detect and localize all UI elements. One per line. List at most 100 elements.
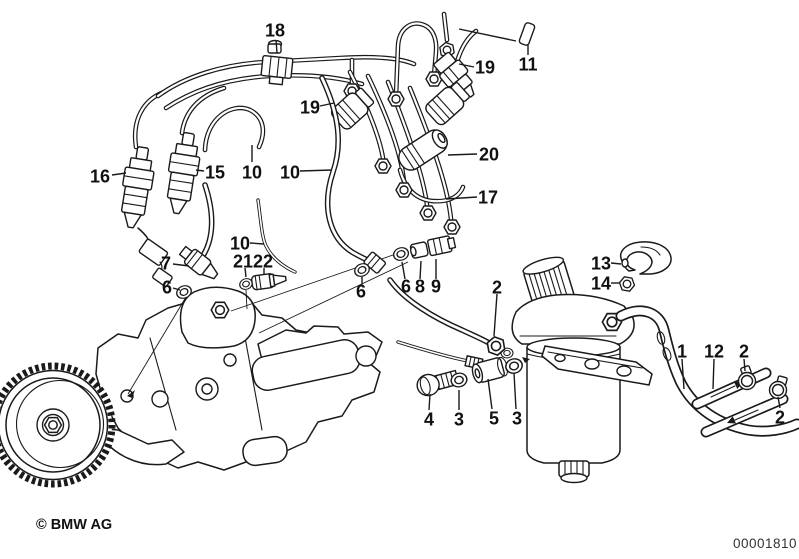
callout-label[interactable]: 4	[424, 410, 434, 430]
filter-inlet-hardware	[396, 340, 530, 397]
part-callout-14[interactable]: 14	[591, 274, 620, 294]
callout-leader	[401, 261, 406, 280]
callout-leader	[610, 262, 622, 265]
callout-label[interactable]: 2	[739, 342, 749, 362]
part-callout-2[interactable]: 2	[775, 396, 785, 428]
part-callout-7[interactable]: 7	[161, 254, 190, 274]
callout-label[interactable]: 5	[489, 409, 499, 429]
callout-leader	[743, 358, 746, 372]
callout-label[interactable]: 7	[161, 254, 171, 274]
pipe-clamp-19-left	[330, 87, 375, 130]
part-callout-10[interactable]: 10	[280, 163, 333, 183]
callout-label[interactable]: 1	[677, 342, 687, 362]
callout-leader	[493, 293, 498, 337]
banjo-bolt-2	[483, 334, 516, 360]
clamp-13-nut-14	[617, 241, 672, 293]
callout-label[interactable]: 11	[518, 55, 537, 75]
sleeve-8-bolt-9	[409, 235, 457, 259]
callout-label[interactable]: 6	[356, 282, 366, 302]
part-callout-17[interactable]: 17	[445, 188, 498, 208]
callout-leader	[513, 372, 517, 410]
callout-label[interactable]: 21	[233, 252, 253, 272]
diagram-number: 00001810	[733, 536, 798, 551]
callout-leader	[681, 358, 685, 390]
callout-label[interactable]: 15	[205, 163, 225, 183]
callout-label[interactable]: 19	[475, 58, 495, 78]
callout-leader	[244, 267, 247, 278]
injection-pipes	[132, 11, 536, 235]
part-callout-9[interactable]: 9	[431, 259, 441, 297]
fuel-hoses-middle	[173, 75, 516, 360]
callout-label[interactable]: 22	[253, 252, 273, 272]
callout-leader	[419, 260, 422, 280]
callout-label[interactable]: 3	[454, 410, 464, 430]
part-callout-18[interactable]: 18	[265, 21, 285, 54]
callout-label[interactable]: 17	[478, 188, 498, 208]
callout-leader	[275, 39, 278, 54]
callout-label[interactable]: 3	[512, 409, 522, 429]
callout-leader	[712, 358, 715, 390]
injection-pump	[95, 286, 383, 471]
callout-label[interactable]: 6	[162, 278, 172, 298]
callout-label[interactable]: 9	[431, 277, 441, 297]
part-callout-2[interactable]: 2	[739, 342, 749, 372]
pipe-clamp-18	[260, 39, 294, 86]
part-callout-3[interactable]: 3	[512, 372, 522, 429]
callout-leader	[319, 102, 335, 107]
callout-label[interactable]: 14	[591, 274, 611, 294]
part-callout-20[interactable]: 20	[447, 145, 499, 165]
part-callout-3[interactable]: 3	[454, 390, 464, 430]
callout-leader	[249, 242, 265, 245]
part-callout-12[interactable]: 12	[704, 342, 724, 390]
callout-label[interactable]: 2	[775, 408, 785, 428]
callout-label[interactable]: 2	[492, 278, 502, 298]
part-callout-5[interactable]: 5	[487, 378, 499, 429]
part-callout-22[interactable]: 22	[253, 252, 273, 275]
part-callout-8[interactable]: 8	[415, 260, 425, 297]
hose-clamp-2b	[768, 375, 788, 400]
part-callout-19[interactable]: 19	[300, 98, 335, 118]
part-callout-21[interactable]: 21	[233, 252, 253, 278]
callout-label[interactable]: 12	[704, 342, 724, 362]
part-callout-19[interactable]: 19	[458, 58, 495, 78]
part-callout-6[interactable]: 6	[162, 278, 181, 298]
part-callout-16[interactable]: 16	[90, 167, 127, 187]
callout-label[interactable]: 19	[300, 98, 320, 118]
callout-label[interactable]: 18	[265, 21, 285, 41]
callout-label[interactable]: 10	[230, 234, 250, 254]
callout-label[interactable]: 13	[591, 254, 611, 274]
part-callout-15[interactable]: 15	[195, 163, 225, 183]
callout-leader	[111, 172, 127, 176]
callout-leader	[172, 287, 181, 291]
callout-leader	[487, 378, 493, 410]
callout-leader	[445, 196, 478, 200]
callout-leader	[299, 169, 333, 172]
part-callout-4[interactable]: 4	[424, 393, 434, 430]
part-callout-2[interactable]: 2	[492, 278, 502, 337]
part-callout-10[interactable]: 10	[230, 234, 265, 254]
callout-label[interactable]: 6	[401, 277, 411, 297]
copyright-notice: © BMW AG	[36, 517, 113, 533]
part-callout-6[interactable]: 6	[401, 261, 411, 297]
callout-label[interactable]: 16	[90, 167, 110, 187]
part-callout-11[interactable]: 11	[458, 28, 538, 75]
part-callout-13[interactable]: 13	[591, 254, 622, 274]
callout-label[interactable]: 8	[415, 277, 425, 297]
pipe-clamp-19-right	[425, 81, 470, 126]
filter-bracket	[541, 345, 653, 386]
callout-label[interactable]: 10	[280, 163, 300, 183]
pipe-sleeve-20	[398, 129, 448, 171]
callout-label[interactable]: 10	[242, 163, 262, 183]
callout-label[interactable]: 20	[479, 145, 499, 165]
valve-22	[250, 273, 287, 291]
callout-leader	[777, 396, 781, 409]
part-callout-1[interactable]: 1	[677, 342, 687, 390]
injector-16	[120, 146, 155, 229]
pin-11	[518, 22, 536, 46]
part-callout-6[interactable]: 6	[356, 277, 366, 302]
part-callout-10[interactable]: 10	[242, 145, 262, 183]
fuel-filter	[396, 256, 653, 484]
